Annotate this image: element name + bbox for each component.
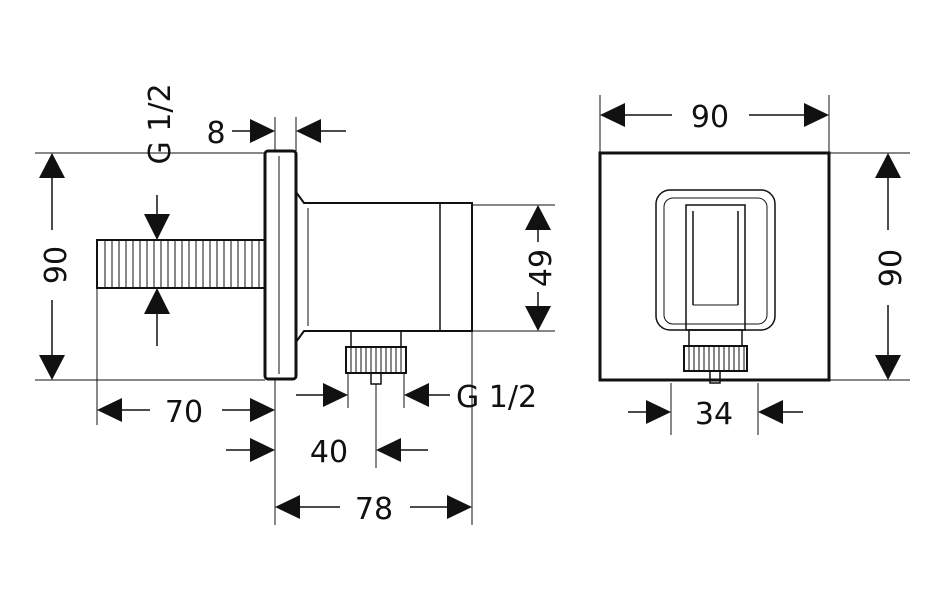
dim-thread-outlet: G 1/2 (296, 380, 537, 415)
outlet-offset-label: 40 (310, 435, 348, 470)
front-height-label: 90 (874, 249, 909, 287)
dim-wall-to-flange: 70 (97, 395, 275, 430)
front-view: 90 90 34 (598, 95, 910, 435)
dim-flange-thickness: 8 (206, 116, 346, 151)
side-view: 90 G 1/2 8 49 (35, 83, 559, 527)
body-height-label: 49 (524, 249, 559, 287)
dim-body-height: 49 (524, 205, 559, 331)
holder-body (295, 191, 473, 343)
flange-thickness-label: 8 (206, 116, 225, 151)
thread-outlet-label: G 1/2 (456, 380, 537, 415)
front-width-label: 90 (691, 100, 729, 135)
dim-side-height: 90 (39, 153, 74, 380)
outlet-width-label: 34 (695, 397, 733, 432)
thread-top-label: G 1/2 (143, 83, 178, 164)
dim-outlet-width: 34 (628, 397, 803, 432)
dim-front-height: 90 (874, 153, 909, 380)
outlet-nipple (345, 330, 407, 385)
holder-bracket (655, 189, 776, 331)
dim-front-width: 90 (600, 100, 829, 135)
wall-to-flange-label: 70 (165, 395, 203, 430)
side-height-label: 90 (39, 246, 74, 284)
dim-outlet-offset: 40 (226, 435, 428, 470)
dim-total-depth: 78 (275, 492, 472, 527)
threaded-connector (96, 239, 266, 289)
dim-thread-top: G 1/2 (143, 83, 178, 346)
front-outlet (683, 329, 748, 384)
side-extension-lines (35, 117, 555, 525)
wall-flange (263, 149, 298, 381)
front-extension-lines (599, 95, 910, 435)
front-plate (598, 151, 831, 382)
total-depth-label: 78 (355, 492, 393, 527)
